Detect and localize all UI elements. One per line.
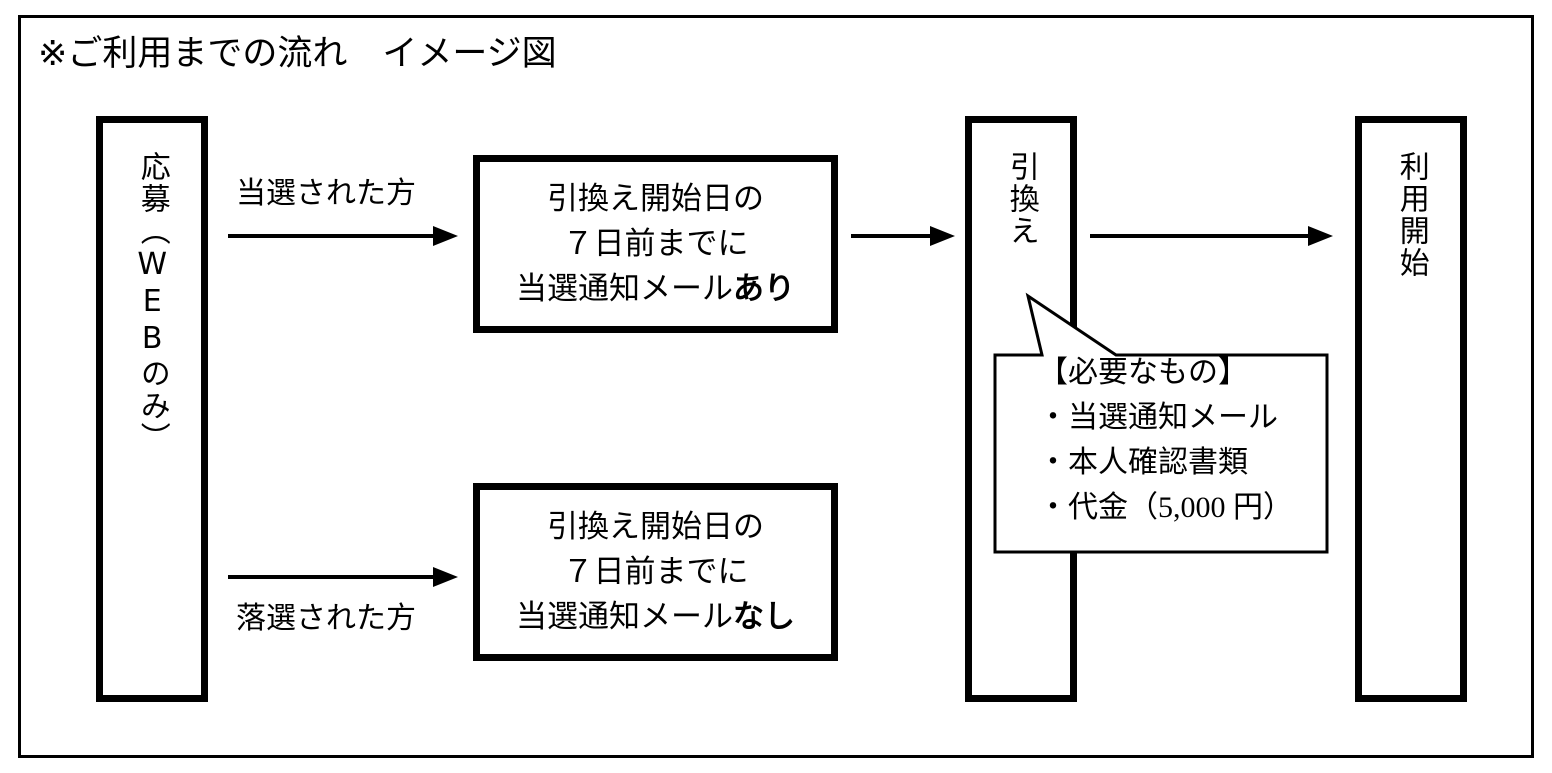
node-start-use: 利用開始 (1355, 116, 1467, 702)
lose-box-line-3-normal: 当選通知メール (516, 599, 733, 634)
arrow-apply-to-lose (228, 566, 458, 588)
win-box-line-1: 引換え開始日の (547, 181, 764, 216)
callout-item-1: ・本人確認書類 (1038, 446, 1248, 479)
node-apply: 応募（WEBのみ） (96, 116, 208, 702)
win-box-line-3-normal: 当選通知メール (516, 271, 733, 306)
arrow-win-to-exchange (851, 225, 955, 247)
win-box-line-3: 当選通知メールあり (516, 266, 795, 312)
callout-shape (993, 292, 1329, 554)
edge-label-won: 当選された方 (236, 177, 416, 210)
lose-box-line-3-bold: なし (733, 599, 795, 635)
node-lose-box: 引換え開始日の ７日前までに 当選通知メールなし (473, 483, 838, 661)
callout-body: 【必要なもの】 ・当選通知メール ・本人確認書類 ・代金（5,000 円） (1016, 351, 1326, 530)
callout-item-2: ・代金（5,000 円） (1038, 491, 1293, 524)
callout-item-0: ・当選通知メール (1038, 401, 1278, 434)
node-exchange-label: 引換え (1003, 151, 1039, 247)
edge-label-lost: 落選された方 (236, 602, 416, 635)
node-win-box: 引換え開始日の ７日前までに 当選通知メールあり (473, 155, 838, 333)
callout-required-items: 【必要なもの】 ・当選通知メール ・本人確認書類 ・代金（5,000 円） (986, 285, 1336, 560)
page-title: ※ご利用までの流れ イメージ図 (38, 34, 557, 74)
lose-box-line-2: ７日前までに (562, 554, 749, 589)
win-box-line-2: ７日前までに (562, 226, 749, 261)
callout-heading: 【必要なもの】 (1038, 356, 1248, 389)
lose-box-line-1: 引換え開始日の (547, 509, 764, 544)
win-box-line-3-bold: あり (733, 271, 795, 307)
node-start-use-label: 利用開始 (1393, 151, 1429, 279)
lose-box-line-3: 当選通知メールなし (516, 594, 795, 640)
arrow-apply-to-win (228, 225, 458, 247)
node-apply-label: 応募（WEBのみ） (134, 151, 170, 454)
arrow-exchange-to-start (1090, 225, 1333, 247)
